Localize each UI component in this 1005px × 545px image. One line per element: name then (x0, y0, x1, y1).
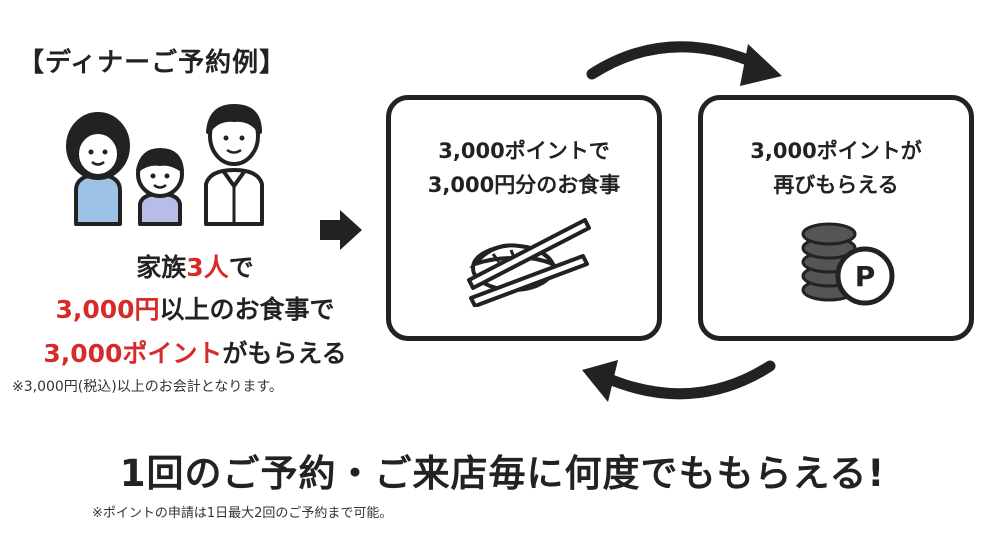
offer-min-amount: 3,000円 (55, 295, 160, 324)
family-illustration (58, 98, 288, 228)
cycle-arrow-top-icon (586, 41, 782, 86)
points-box-line-2: 再びもらえる (773, 173, 899, 197)
meal-box-line-2: 3,000円分のお食事 (427, 173, 621, 197)
offer-people-count: 3人 (186, 253, 229, 282)
meal-box: 3,000ポイントで 3,000円分のお食事 (386, 95, 662, 341)
cycle-arrow-bottom-icon (582, 360, 776, 402)
offer-line-1: 家族3人で (0, 248, 390, 284)
offer-meal-text: 以上のお食事で (159, 295, 335, 324)
page-title: 【ディナーご予約例】 (18, 48, 287, 78)
sushi-chopsticks-icon (463, 212, 593, 307)
offer-note: ※3,000円(税込)以上のお会計となります。 (12, 379, 283, 395)
offer-family-text: 家族 (136, 253, 187, 282)
offer-line-3: 3,000ポイントがもらえる (0, 334, 390, 370)
offer-de-text: で (228, 253, 254, 282)
father-figure (204, 104, 264, 226)
footer-note: ※ポイントの申請は1日最大2回のご予約まで可能。 (92, 506, 393, 521)
coin-letter: P (855, 260, 876, 293)
footer-headline: 1回のご予約・ご来店毎に何度でももらえる! (119, 452, 886, 495)
points-box: 3,000ポイントが 再びもらえる P (698, 95, 974, 341)
mother-figure (66, 112, 130, 226)
points-box-line-1: 3,000ポイントが (750, 139, 922, 163)
offer-points: 3,000ポイント (43, 339, 223, 368)
arrow-right-icon (318, 210, 364, 250)
meal-box-line-1: 3,000ポイントで (438, 139, 610, 163)
offer-receive-text: がもらえる (222, 339, 347, 368)
child-figure (136, 148, 184, 226)
cycle-arrows (560, 30, 820, 450)
offer-line-2: 3,000円以上のお食事で (0, 290, 390, 326)
coin-stack-icon: P (799, 216, 899, 308)
